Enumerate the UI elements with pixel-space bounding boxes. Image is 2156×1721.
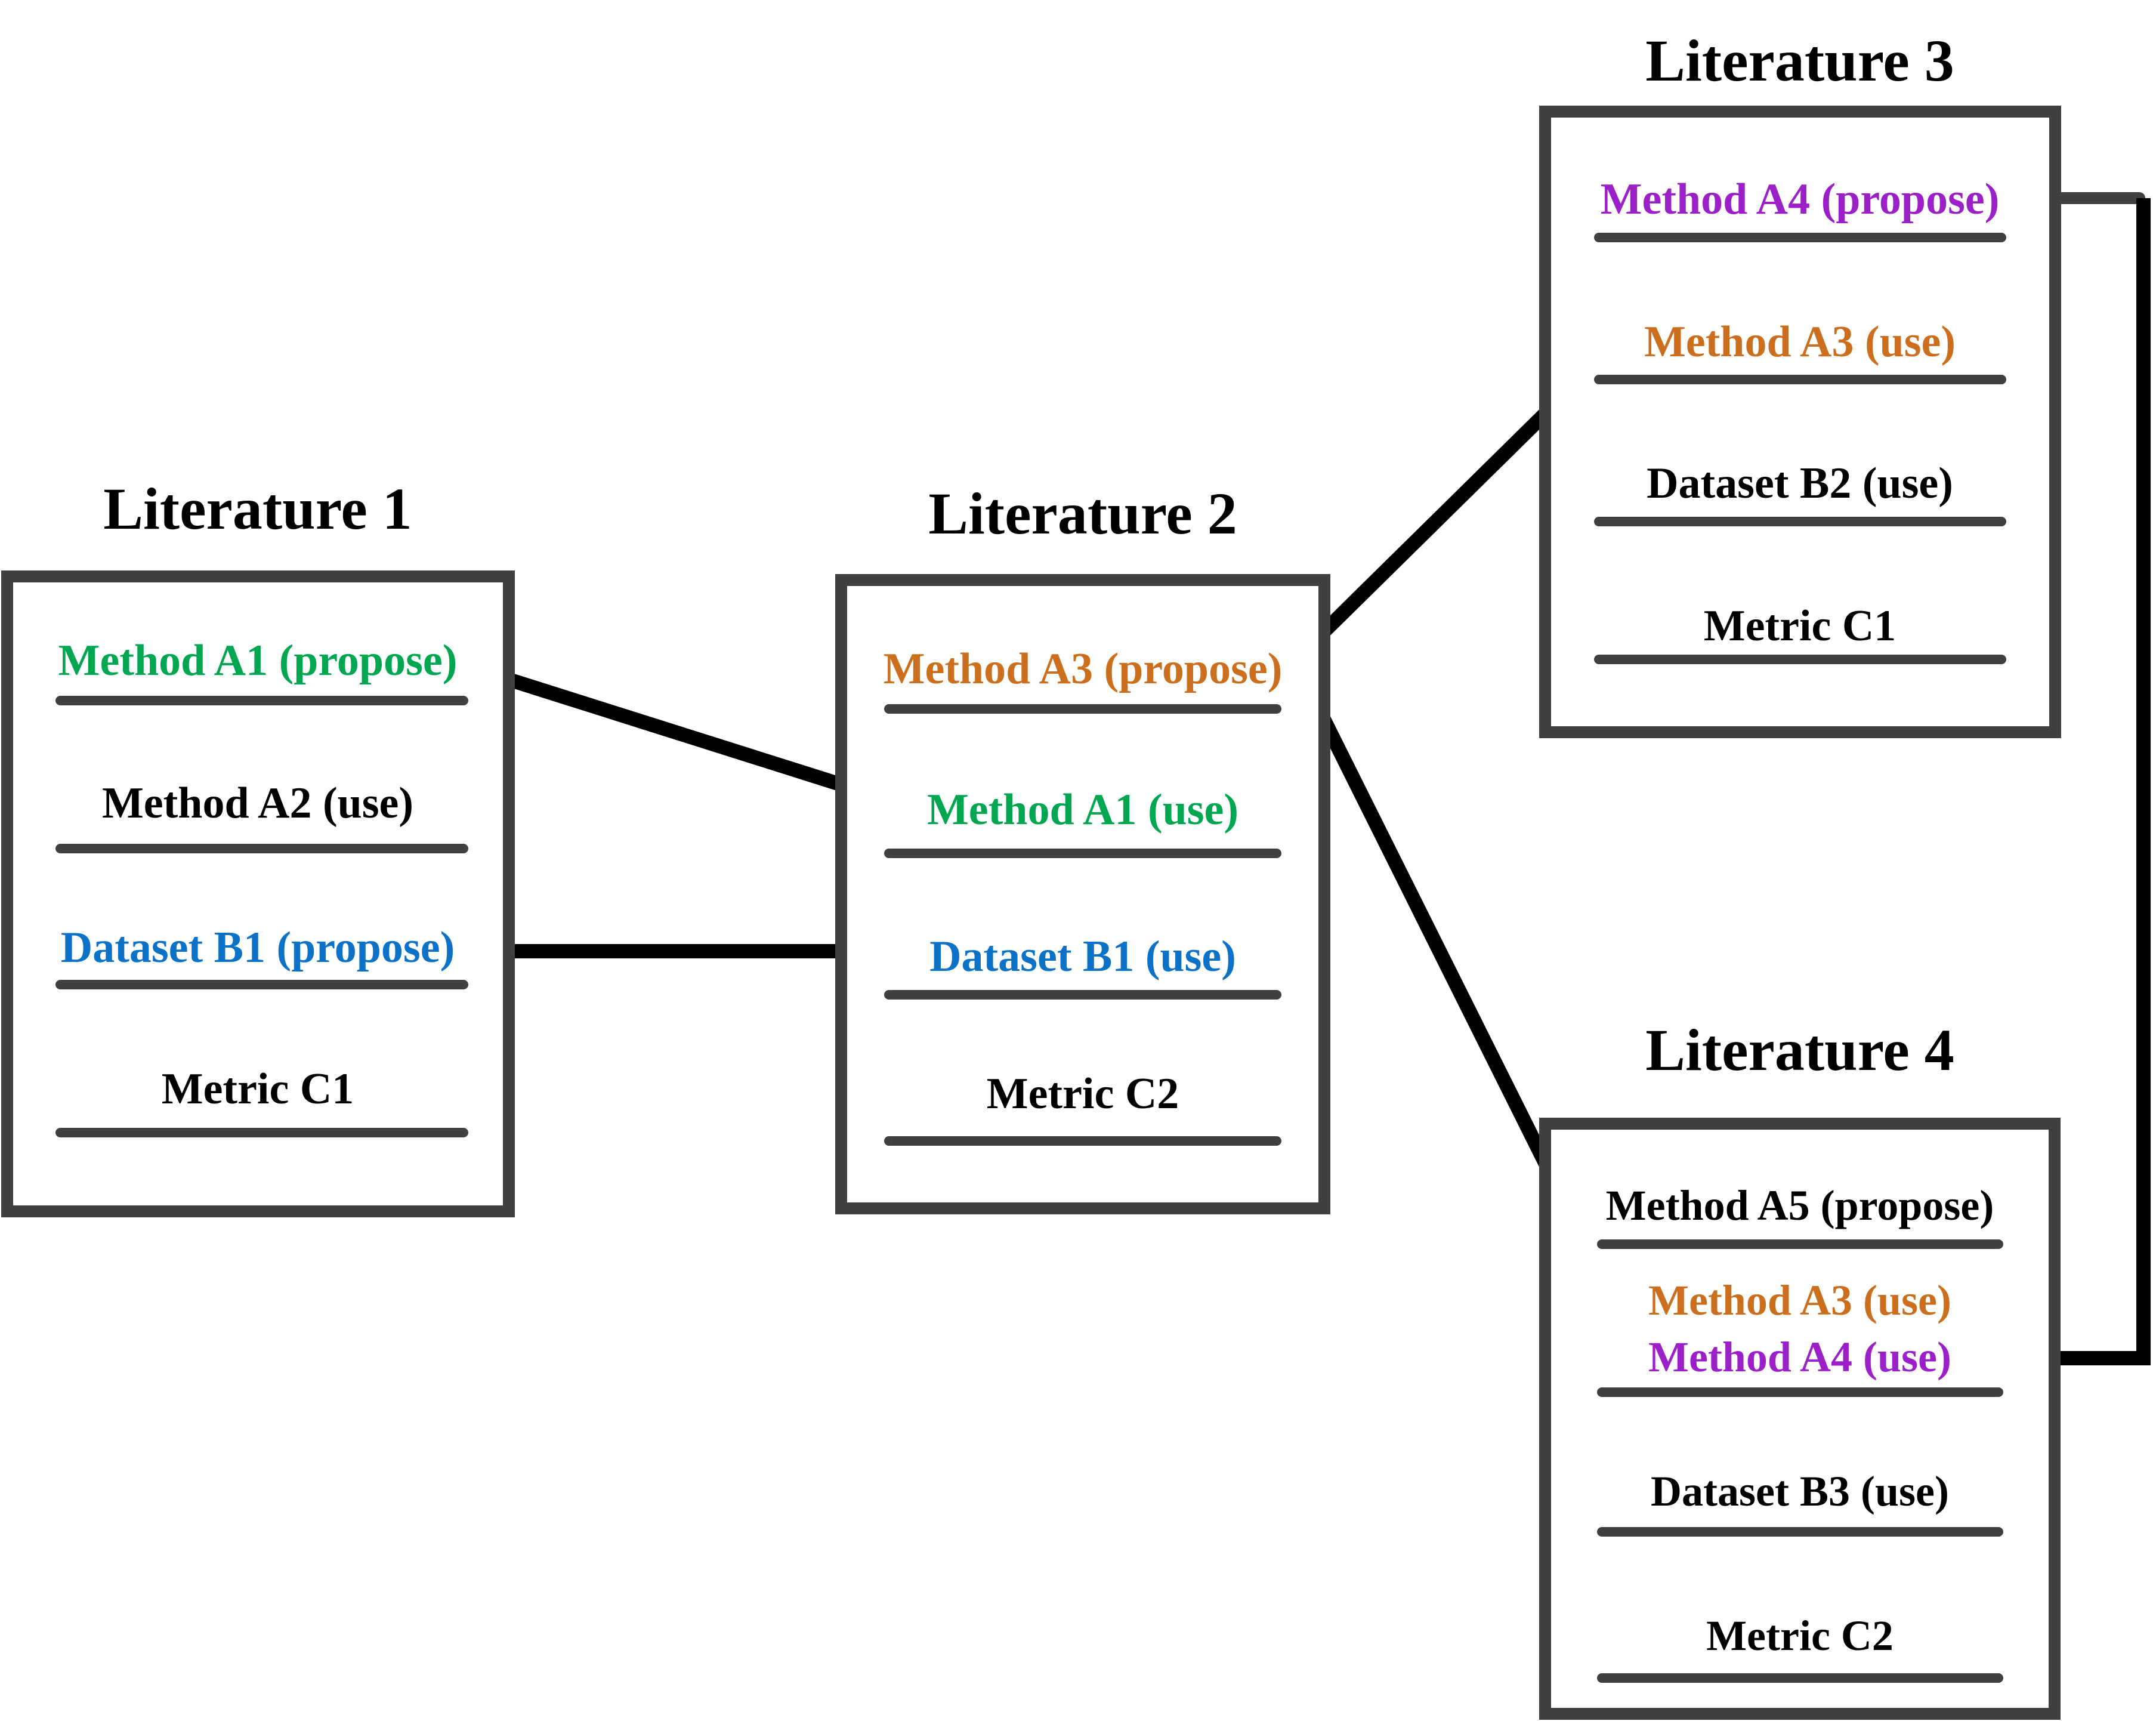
- item-l1-metric-c1: Metric C1: [162, 1065, 354, 1114]
- item-l1-dataset-b1-propose: Dataset B1 (propose): [61, 923, 455, 972]
- item-l2-metric-c2: Metric C2: [987, 1069, 1179, 1118]
- literature-3-box: [1539, 106, 2061, 738]
- item-l4-metric-c2: Metric C2: [1706, 1612, 1894, 1660]
- literature-4-title: Literature 4: [1645, 1017, 1954, 1083]
- item-l3-metric-c1: Metric C1: [1704, 602, 1896, 650]
- literature-2-title: Literature 2: [928, 480, 1237, 547]
- item-l1-method-a2-use: Method A2 (use): [102, 779, 413, 828]
- arrow-method-a1-propose-to-use: [475, 662, 906, 812]
- literature-3-panel: Literature 3 Method A4 (propose) Method …: [1539, 27, 2061, 738]
- literature-1-box: [1, 570, 515, 1217]
- literature-2-panel: Literature 2 Method A3 (propose) Method …: [835, 480, 1330, 1214]
- item-l3-method-a3-use: Method A3 (use): [1644, 317, 1956, 366]
- literature-4-panel: Literature 4 Method A5 (propose) Method …: [1539, 1017, 2061, 1720]
- item-l4-dataset-b3-use: Dataset B3 (use): [1651, 1467, 1949, 1515]
- item-l3-method-a4-propose: Method A4 (propose): [1601, 175, 2000, 224]
- item-l3-dataset-b2-use: Dataset B2 (use): [1647, 459, 1953, 508]
- item-l4-method-a4-use: Method A4 (use): [1648, 1333, 1951, 1381]
- literature-3-title: Literature 3: [1645, 27, 1954, 94]
- item-l2-method-a3-propose: Method A3 (propose): [884, 644, 1283, 693]
- literature-1-title: Literature 1: [103, 476, 412, 542]
- literature-2-box: [835, 574, 1330, 1214]
- item-l2-dataset-b1-use: Dataset B1 (use): [929, 932, 1236, 981]
- item-l2-method-a1-use: Method A1 (use): [927, 785, 1238, 834]
- literature-4-box: [1539, 1118, 2061, 1720]
- literature-1-panel: Literature 1 Method A1 (propose) Method …: [1, 476, 515, 1217]
- item-l1-method-a1-propose: Method A1 (propose): [58, 636, 458, 685]
- item-l4-method-a5-propose: Method A5 (propose): [1606, 1182, 1994, 1229]
- item-l4-method-a3-use: Method A3 (use): [1648, 1276, 1951, 1324]
